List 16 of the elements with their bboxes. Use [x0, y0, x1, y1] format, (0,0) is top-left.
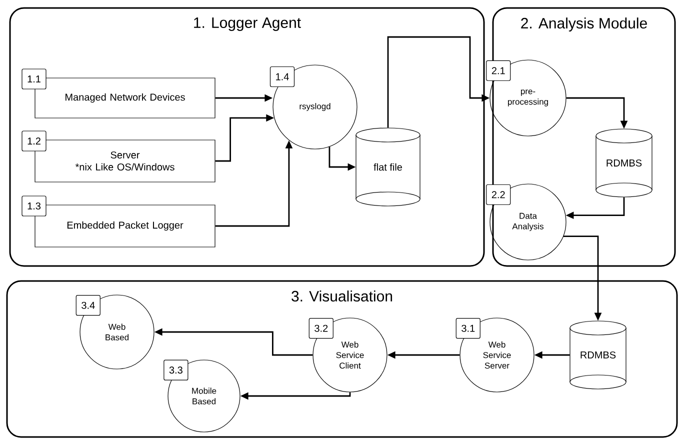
number-tag: 3.4	[76, 295, 100, 316]
number-tag: 3.2	[308, 318, 334, 339]
number-tag: 2.1	[486, 60, 511, 81]
number-tag: 3.3	[164, 360, 188, 380]
datastore-cylinder: RDMBS	[596, 128, 652, 198]
node-label: flat file	[374, 163, 402, 171]
datastore-cylinder: flat file	[356, 128, 420, 206]
number-tag: 1.1	[22, 68, 46, 90]
datastore-cylinder: RDMBS	[570, 320, 626, 390]
node-label: RDMBS	[580, 351, 616, 359]
node-label: RDMBS	[606, 159, 642, 167]
number-tag: 3.1	[456, 318, 480, 339]
number-tag: 1.3	[22, 196, 46, 216]
number-tag: 1.2	[22, 130, 46, 152]
number-tag: 2.2	[486, 184, 511, 205]
number-tag: 1.4	[270, 66, 295, 88]
